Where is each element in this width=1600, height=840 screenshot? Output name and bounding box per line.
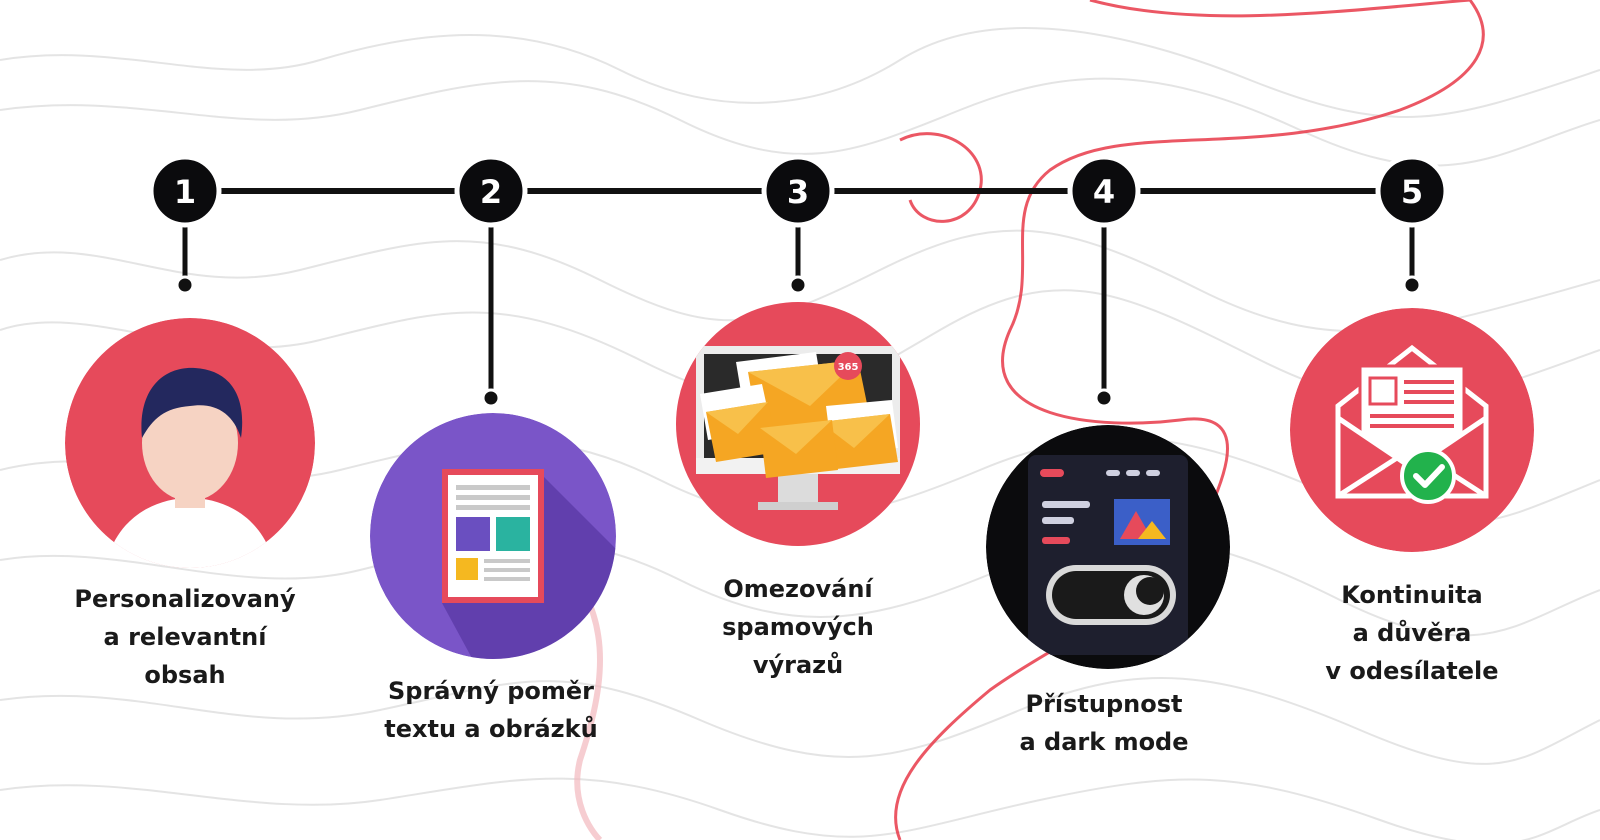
- step-2-label: Správný poměr textu a obrázků: [341, 672, 641, 748]
- step-5-number-badge: 5: [1375, 154, 1449, 228]
- step-2-label-line: Správný poměr: [387, 677, 594, 705]
- step-2-label-line: textu a obrázků: [384, 715, 598, 743]
- step-1-label-line: a relevantní: [103, 623, 267, 651]
- step-4-label-line: Přístupnost: [1025, 690, 1183, 718]
- spam-emails-icon: 365: [676, 302, 920, 546]
- step-5-connector-dot: [1402, 275, 1422, 295]
- dark-mode-toggle-icon: [986, 425, 1230, 669]
- step-3-label: Omezování spamových výrazů: [648, 570, 948, 684]
- step-1-number-badge: 1: [148, 154, 222, 228]
- step-1-connector-dot: [175, 275, 195, 295]
- step-1-label-line: Personalizovaný: [74, 585, 296, 613]
- step-2-connector-dot: [481, 388, 501, 408]
- step-3-number: 3: [787, 173, 809, 211]
- step-1-label: Personalizovaný a relevantní obsah: [35, 580, 335, 694]
- step-3-label-line: Omezování: [723, 575, 873, 603]
- step-4-number-badge: 4: [1067, 154, 1141, 228]
- step-2-number: 2: [480, 173, 502, 211]
- step-4-number: 4: [1093, 173, 1115, 211]
- step-5-label: Kontinuita a důvěra v odesílatele: [1262, 576, 1562, 690]
- step-3-label-line: spamových: [722, 613, 874, 641]
- step-5-label-line: a důvěra: [1352, 619, 1472, 647]
- step-3-connector-dot: [788, 275, 808, 295]
- step-1-number: 1: [174, 173, 196, 211]
- step-3-number-badge: 3: [761, 154, 835, 228]
- document-layout-icon: [370, 413, 616, 659]
- person-avatar-icon: [65, 318, 315, 568]
- step-4-label-line: a dark mode: [1019, 728, 1189, 756]
- spam-count-badge: 365: [838, 362, 859, 373]
- step-2-number-badge: 2: [454, 154, 528, 228]
- step-4-label: Přístupnost a dark mode: [954, 685, 1254, 761]
- step-5-number: 5: [1401, 173, 1423, 211]
- step-3-label-line: výrazů: [752, 651, 844, 679]
- step-4-connector-dot: [1094, 388, 1114, 408]
- step-5-label-line: v odesílatele: [1325, 657, 1499, 685]
- step-1-label-line: obsah: [144, 661, 226, 689]
- step-5-label-line: Kontinuita: [1341, 581, 1483, 609]
- verified-envelope-icon: [1290, 308, 1534, 552]
